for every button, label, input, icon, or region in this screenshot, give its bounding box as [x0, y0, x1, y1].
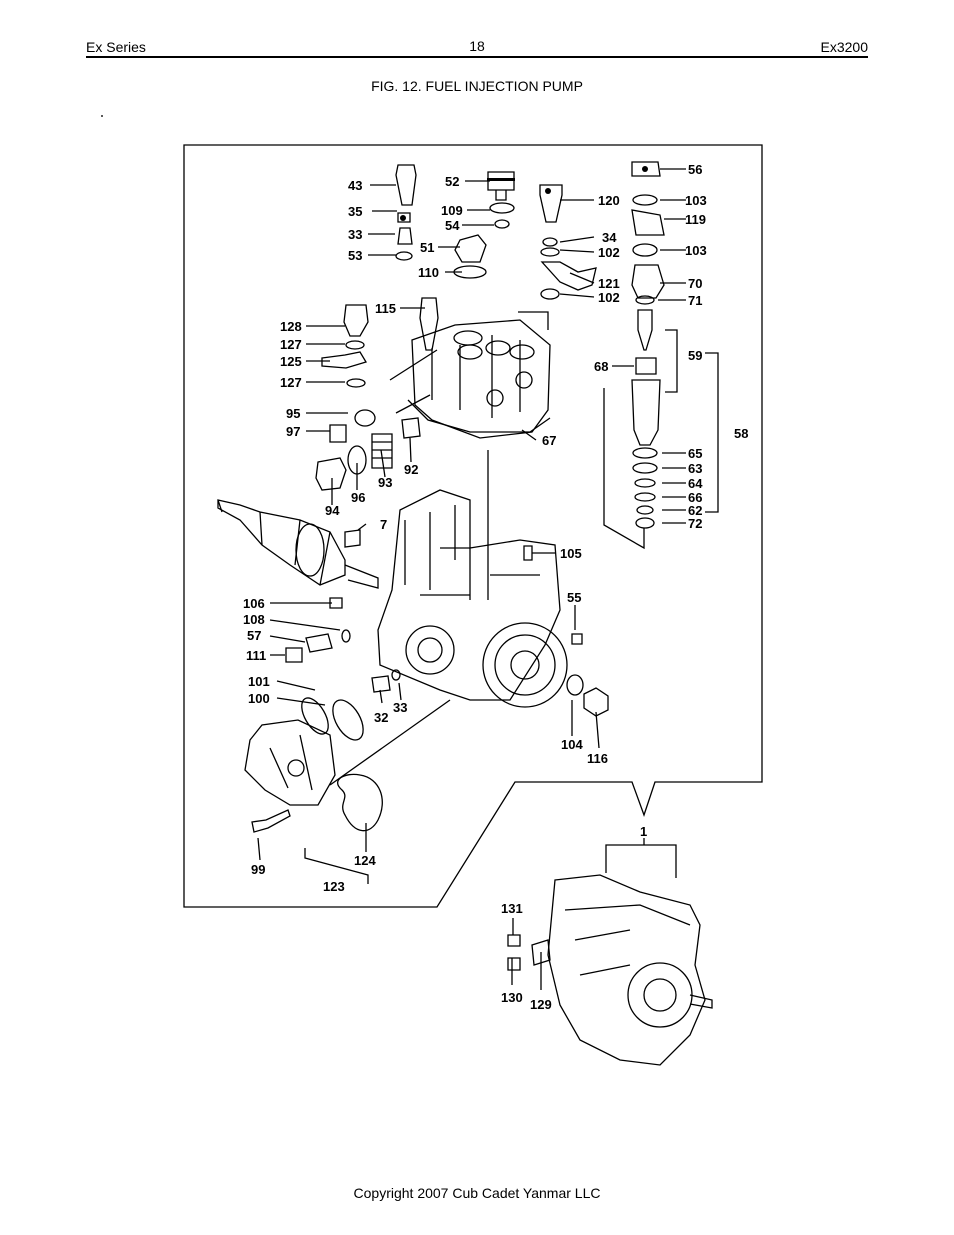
part-label: 111 — [246, 648, 266, 663]
copyright-footer: Copyright 2007 Cub Cadet Yanmar LLC — [353, 1185, 601, 1201]
part-label: 127 — [280, 375, 302, 390]
part-label: 131 — [501, 901, 523, 916]
part-label: 64 — [688, 476, 703, 491]
part-label: 102 — [598, 245, 620, 260]
part-label: 57 — [247, 628, 261, 643]
part-label: 54 — [445, 218, 460, 233]
part-label: 99 — [251, 862, 265, 877]
part-label: 123 — [323, 879, 345, 894]
part-label: 93 — [378, 475, 392, 490]
part-label: 63 — [688, 461, 702, 476]
part-label: 102 — [598, 290, 620, 305]
part-label: 94 — [325, 503, 340, 518]
figure-title: FIG. 12. FUEL INJECTION PUMP — [371, 78, 583, 94]
part-label: 104 — [561, 737, 583, 752]
part-label: 65 — [688, 446, 702, 461]
part-label: 97 — [286, 424, 300, 439]
part-label: 103 — [685, 193, 707, 208]
header-series: Ex Series — [86, 39, 146, 55]
part-label: 43 — [348, 178, 362, 193]
part-label: 120 — [598, 193, 620, 208]
part-label: 109 — [441, 203, 463, 218]
part-label: 129 — [530, 997, 552, 1012]
part-label: 116 — [587, 751, 608, 766]
part-label: 100 — [248, 691, 270, 706]
part-label: 130 — [501, 990, 523, 1005]
part-label: 35 — [348, 204, 362, 219]
part-label: 62 — [688, 503, 702, 518]
part-label: 127 — [280, 337, 302, 352]
part-label: 55 — [567, 590, 581, 605]
part-labels: 43 35 33 53 52 109 54 51 110 115 128 127… — [243, 162, 748, 1012]
exploded-view-frame — [183, 144, 763, 908]
part-label: 124 — [354, 853, 376, 868]
part-label: 66 — [688, 490, 702, 505]
part-label: 32 — [374, 710, 388, 725]
bracket-59 — [665, 329, 678, 393]
part-label: 119 — [685, 212, 706, 227]
header-model: Ex3200 — [820, 39, 868, 55]
part-label: 1 — [640, 824, 647, 839]
part-label: 96 — [351, 490, 365, 505]
part-label: 108 — [243, 612, 265, 627]
part-label: 106 — [243, 596, 265, 611]
part-label: 110 — [418, 265, 439, 280]
part-label: 51 — [420, 240, 434, 255]
page-number: 18 — [469, 38, 485, 54]
part-label: 53 — [348, 248, 362, 263]
part-label: 33 — [348, 227, 362, 242]
part-label: 56 — [688, 162, 702, 177]
part-label: 71 — [688, 293, 702, 308]
part-label: 103 — [685, 243, 707, 258]
part-label: 70 — [688, 276, 702, 291]
part-label: 52 — [445, 174, 459, 189]
part-label: 68 — [594, 359, 608, 374]
part-label: 67 — [542, 433, 556, 448]
part-label: 115 — [375, 301, 396, 316]
part-label: 125 — [280, 354, 302, 369]
part-label: 95 — [286, 406, 300, 421]
bracket-58 — [705, 352, 719, 513]
part-label: 33 — [393, 700, 407, 715]
bracket-1 — [605, 838, 677, 878]
part-label: 101 — [248, 674, 270, 689]
plug-52-detail — [487, 178, 515, 181]
part-label: 58 — [734, 426, 748, 441]
part-label: 59 — [688, 348, 702, 363]
header-rule — [86, 56, 868, 58]
part-label: 92 — [404, 462, 418, 477]
part-label: 121 — [598, 276, 620, 291]
part-label: 72 — [688, 516, 702, 531]
part-label: 34 — [602, 230, 617, 245]
part-label: 7 — [380, 517, 387, 532]
part-label: 105 — [560, 546, 582, 561]
part-label: 128 — [280, 319, 302, 334]
bracket-123 — [304, 848, 369, 884]
